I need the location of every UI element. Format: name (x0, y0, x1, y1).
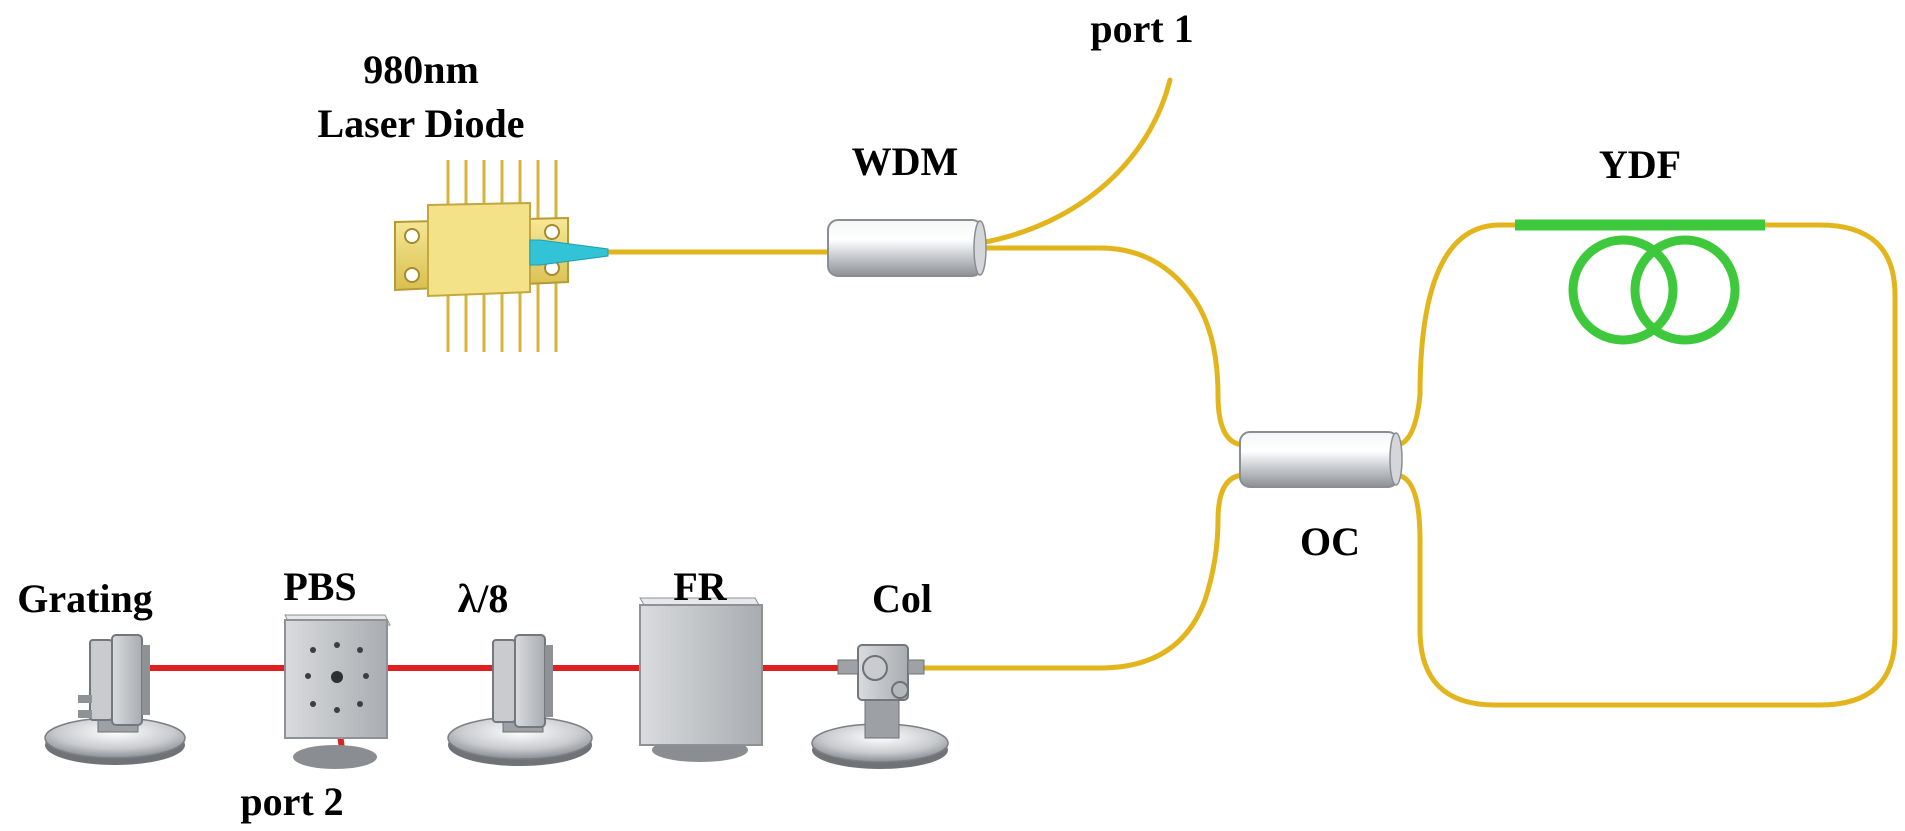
fiber-network (605, 77, 1898, 708)
ring-fiber-right (1392, 222, 1898, 708)
col-label: Col (872, 576, 932, 621)
port1-label: port 1 (1090, 6, 1193, 51)
waveplate-mount (447, 634, 593, 766)
oc-coupler (1239, 431, 1403, 488)
grating-mount (44, 634, 186, 765)
port1-fiber (977, 77, 1173, 246)
collimator-mount (811, 644, 949, 769)
ydf-label: YDF (1599, 142, 1681, 187)
waveplate-label: λ/8 (458, 576, 509, 621)
laser-diode-label-line1: 980nm (363, 47, 479, 92)
fr-label: FR (673, 564, 727, 609)
oc-label: OC (1300, 519, 1360, 564)
oc-to-col-fiber (919, 472, 1248, 671)
wdm-coupler (827, 219, 987, 277)
ydf-coil (1515, 219, 1765, 345)
faraday-rotator (639, 597, 763, 762)
pigtail-boot (529, 239, 609, 266)
wdm-label: WDM (852, 139, 959, 184)
labels: port 1 980nm Laser Diode WDM YDF OC Grat… (17, 6, 1681, 824)
pbs-cube (284, 614, 391, 769)
ring-fiber-top (1392, 222, 1518, 448)
laser-diode (394, 160, 609, 352)
wdm-to-oc-fiber (977, 245, 1248, 448)
grating-label: Grating (17, 576, 153, 621)
pbs-label: PBS (283, 564, 356, 609)
port2-label: port 2 (240, 779, 343, 824)
laser-diode-label-line2: Laser Diode (317, 101, 524, 146)
